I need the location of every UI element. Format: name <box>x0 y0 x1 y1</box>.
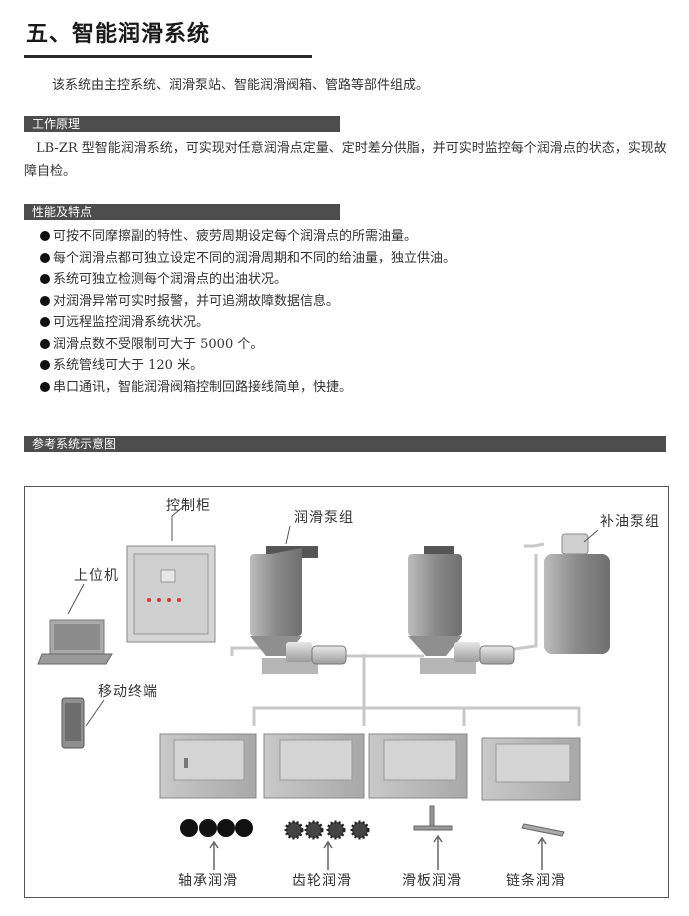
bullet-icon <box>40 274 50 284</box>
callout-line <box>583 529 599 543</box>
intro-paragraph: 该系统由主控系统、润滑泵站、智能润滑阀箱、管路等部件组成。 <box>52 78 430 93</box>
gear-icon <box>284 820 370 840</box>
label-mobile: 移动终端 <box>98 684 158 700</box>
lubrication-pump-icon <box>250 546 347 674</box>
valve-box-icon <box>263 733 365 799</box>
callout-line <box>67 583 85 615</box>
bullet-icon <box>40 317 50 327</box>
principle-paragraph: LB-ZR 型智能润滑系统，可实现对任意润滑点定量、定时差分供脂，并可实时监控每… <box>24 141 667 179</box>
list-item: 可远程监控润滑系统状况。 <box>40 312 456 334</box>
valve-box-icon <box>368 733 468 799</box>
bullet-icon <box>40 381 50 392</box>
label-control-cabinet: 控制柜 <box>166 498 211 514</box>
laptop-icon <box>37 619 113 665</box>
mobile-device-icon <box>61 697 85 749</box>
callout-line <box>171 505 185 541</box>
control-cabinet-icon <box>126 545 216 643</box>
valve-box-icon <box>481 737 581 801</box>
label-gear: 齿轮润滑 <box>292 872 352 889</box>
diagram-frame <box>24 486 669 898</box>
valve-box-icon <box>159 733 257 799</box>
list-item: 串口通讯，智能润滑阀箱控制回路接线简单，快捷。 <box>40 377 456 399</box>
section-heading-features: 性能及特点 <box>24 204 340 220</box>
label-host-pc: 上位机 <box>74 568 119 584</box>
section-heading-principle: 工作原理 <box>24 116 340 132</box>
title-divider <box>24 55 312 58</box>
list-item: 润滑点数不受限制可大于 5000 个。 <box>40 334 456 356</box>
bullet-icon <box>40 338 50 349</box>
callout-line <box>85 699 105 727</box>
refill-pump-icon <box>544 533 610 654</box>
list-item: 每个润滑点都可独立设定不同的润滑周期和不同的给油量，独立供油。 <box>40 248 456 270</box>
bullet-icon <box>40 252 50 263</box>
label-chain: 链条润滑 <box>506 872 566 889</box>
slide-plate-icon <box>413 805 453 831</box>
system-diagram: 控制柜 润滑泵组 补油泵组 上位机 移动终端 <box>37 498 660 889</box>
bullet-icon <box>40 295 50 306</box>
page-title: 五、智能润滑系统 <box>26 22 211 47</box>
features-list: 可按不同摩擦副的特性、疲劳周期设定每个润滑点的所需油量。 每个润滑点都可独立设定… <box>40 226 456 398</box>
bullet-icon <box>40 231 50 241</box>
bullet-icon <box>40 360 50 370</box>
chain-icon <box>521 823 565 837</box>
label-refill-pump: 补油泵组 <box>600 514 660 530</box>
label-slide: 滑板润滑 <box>402 872 462 889</box>
lubrication-pump-icon <box>408 546 515 674</box>
arrow-icon <box>209 834 547 870</box>
list-item: 对润滑异常可实时报警，并可追溯故障数据信息。 <box>40 291 456 313</box>
label-bearing: 轴承润滑 <box>178 872 238 889</box>
section-heading-diagram: 参考系统示意图 <box>24 436 666 452</box>
list-item: 可按不同摩擦副的特性、疲劳周期设定每个润滑点的所需油量。 <box>40 226 456 248</box>
callout-line <box>285 525 291 545</box>
list-item: 系统管线可大于 120 米。 <box>40 355 456 377</box>
bearing-icon <box>180 819 253 837</box>
label-pump-group: 润滑泵组 <box>294 509 354 526</box>
list-item: 系统可独立检测每个润滑点的出油状况。 <box>40 269 456 291</box>
